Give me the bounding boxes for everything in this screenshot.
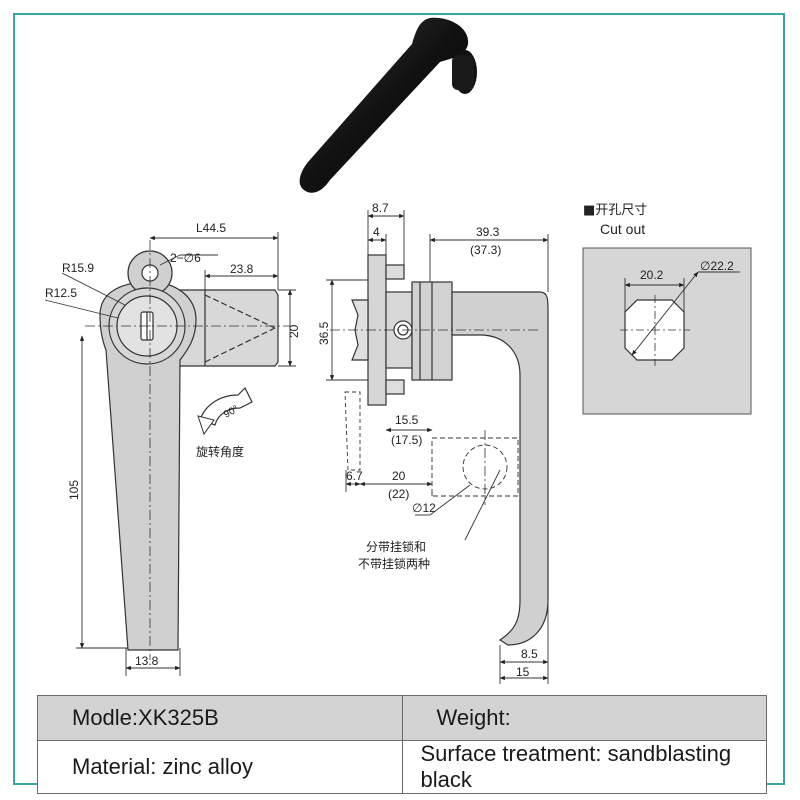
spec-weight: Weight: [401,695,767,741]
spec-material: Material: zinc alloy [37,740,403,794]
spec-row-1: Modle:XK325B Weight: [37,695,767,741]
cutout-title-en: Cut out [600,221,645,237]
dim-reach: 39.3 [476,225,500,239]
dim-reach-alt: (37.3) [470,243,501,257]
front-dimensions [44,232,296,676]
dim-length: L44.5 [196,221,226,235]
dim-cam-small: 6.7 [346,469,363,483]
dim-bar-length: 23.8 [230,262,254,276]
rotation-label: 旋转角度 [196,444,244,459]
dim-top-width: 8.7 [372,201,389,215]
side-view [330,254,549,646]
dim-handle-height: 105 [67,480,81,500]
dim-handle-width: 13.8 [135,654,159,668]
cutout-dim-width: 20.2 [640,268,664,282]
dim-height: 36.5 [317,321,331,345]
note-line-1: 分带挂锁和 [366,539,426,554]
spec-table: Modle:XK325B Weight: Material: zinc allo… [37,695,767,794]
spec-model: Modle:XK325B [37,695,403,741]
dim-cam-length: 20 [392,469,406,483]
dim-cam-offset: 15.5 [395,413,419,427]
dim-tip-width: 15 [516,665,530,679]
cutout-panel [582,247,752,415]
rotation-arrow-icon [197,386,253,436]
dim-radius-inner: R12.5 [45,286,77,300]
front-view [85,240,290,660]
side-dimensions [326,210,549,684]
handle-photo [299,17,477,193]
dim-radius-outer: R15.9 [62,261,94,275]
dim-cam-offset-alt: (17.5) [391,433,422,447]
cutout-title-cn: ■开孔尺寸 [583,203,647,218]
spec-surface: Surface treatment: sandblasting black [401,740,767,794]
spec-row-2: Material: zinc alloy Surface treatment: … [37,740,767,794]
dim-cam-length-alt: (22) [388,487,409,501]
cutout-dim-dia: ∅22.2 [700,259,734,273]
dim-top-small: 4 [373,225,380,239]
dim-bar-height: 20 [287,324,301,338]
dim-tip: 8.5 [521,647,538,661]
note-line-2: 不带挂锁两种 [358,556,430,571]
dim-holes: 2−∅6 [170,251,201,265]
dim-hole-dia: ∅12 [412,501,436,515]
